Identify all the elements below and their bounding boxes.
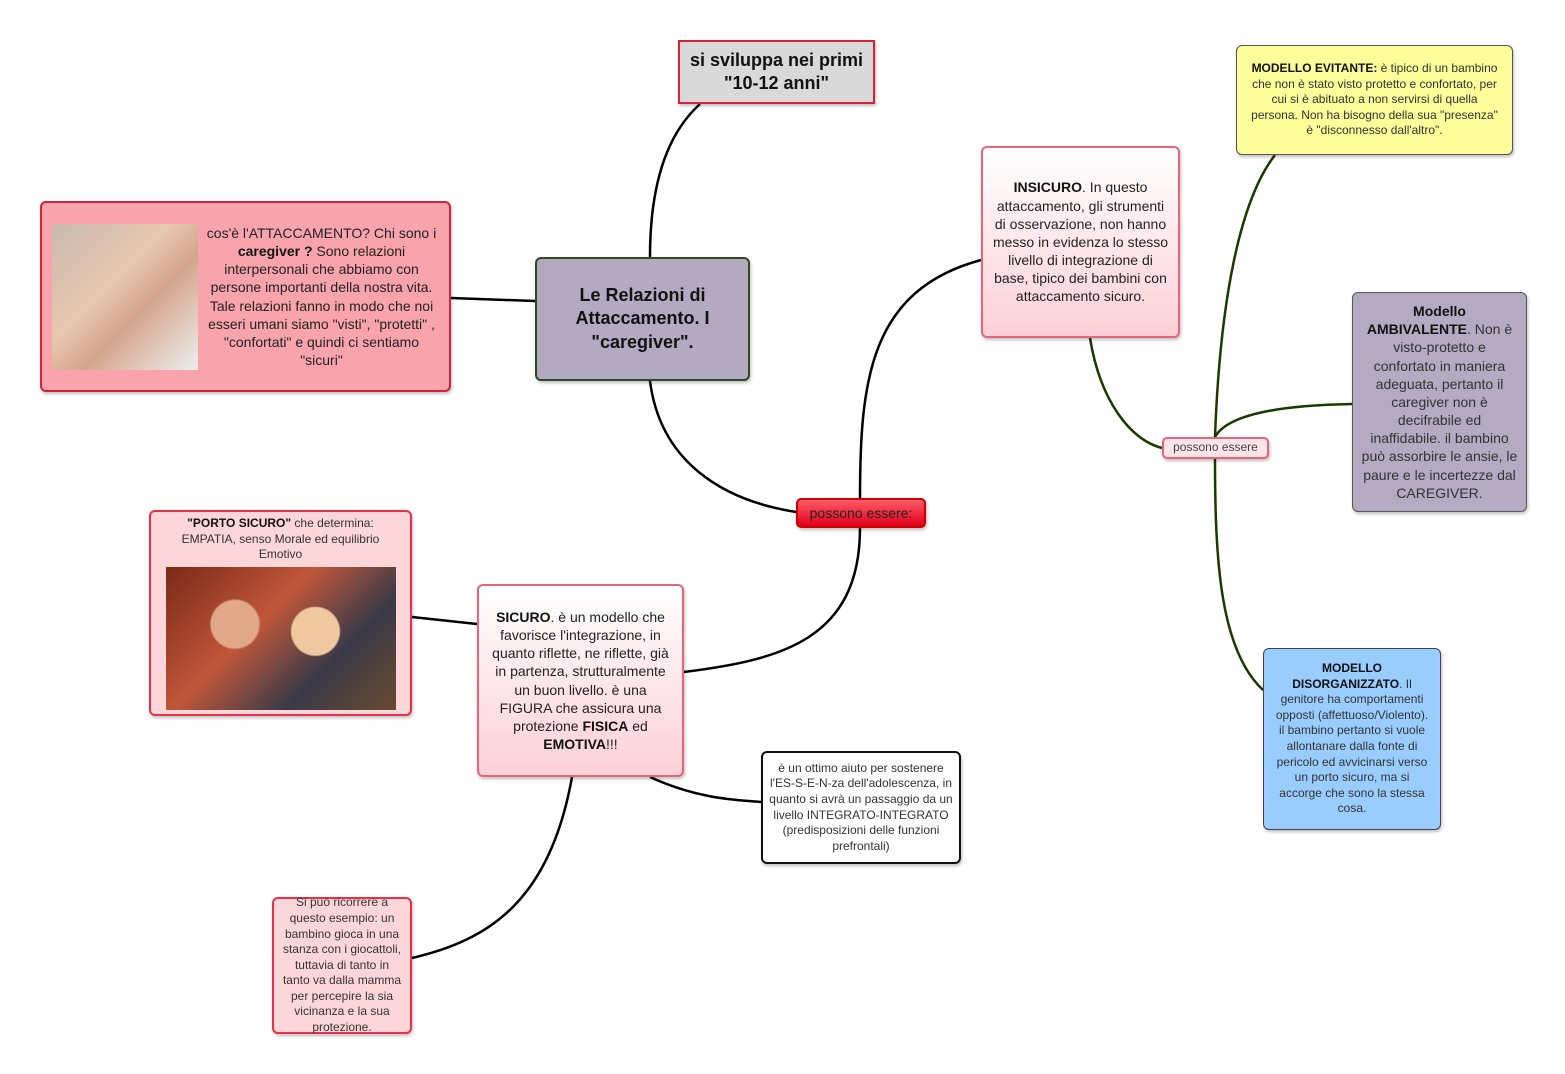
text-body: è tipico di un bambino che non è stato v… xyxy=(1251,61,1498,138)
node-possono-essere-right[interactable]: possono essere xyxy=(1162,437,1269,459)
link-center-top xyxy=(648,103,701,258)
text-body: . è un modello che favorisce l'integrazi… xyxy=(492,608,669,734)
text-pre: cos'è l'ATTACCAMENTO? Chi sono i xyxy=(206,224,437,241)
link-sicuro-ottimo xyxy=(649,775,762,804)
node-text: MODELLO DISORGANIZZATO. Il genitore ha c… xyxy=(1272,661,1432,817)
node-possono-essere-center[interactable]: possono essere: xyxy=(796,498,926,528)
text-bold: caregiver ? xyxy=(237,242,313,259)
node-text: cos'è l'ATTACCAMENTO? Chi sono i caregiv… xyxy=(202,224,441,370)
text-body: . Il genitore ha comportamenti opposti (… xyxy=(1275,676,1429,816)
node-attachment-definition[interactable]: cos'è l'ATTACCAMENTO? Chi sono i caregiv… xyxy=(40,201,451,392)
mother-child-image xyxy=(165,566,396,710)
link-evitante xyxy=(1213,154,1276,438)
node-porto-sicuro[interactable]: "PORTO SICURO" che determina: EMPATIA, s… xyxy=(149,510,412,716)
node-text: è un ottimo aiuto per sostenere l'ES-S-E… xyxy=(769,760,953,853)
link-possono-insicuro xyxy=(858,258,982,499)
node-modello-evitante[interactable]: MODELLO EVITANTE: è tipico di un bambino… xyxy=(1236,45,1513,155)
link-ambivalente xyxy=(1213,402,1353,438)
text-bold: "PORTO SICURO" xyxy=(187,516,292,530)
node-adolescenza[interactable]: è un ottimo aiuto per sostenere l'ES-S-E… xyxy=(761,751,961,864)
text-bold: Modello AMBIVALENTE xyxy=(1366,302,1467,338)
link-possono-sicuro xyxy=(683,527,862,674)
node-text: si sviluppa nei primi "10-12 anni" xyxy=(689,49,864,93)
link-sicuro-esempio xyxy=(411,776,574,960)
node-text: Le Relazioni di Attaccamento. I "caregiv… xyxy=(575,284,710,352)
node-central-topic[interactable]: Le Relazioni di Attaccamento. I "caregiv… xyxy=(535,257,750,381)
text-bold: MODELLO EVITANTE: xyxy=(1251,61,1378,76)
text-body: . Non è visto-protetto e confortato in m… xyxy=(1361,321,1518,501)
node-text: Modello AMBIVALENTE. Non è visto-protett… xyxy=(1361,302,1518,502)
node-esempio[interactable]: Si può ricorrere a questo esempio: un ba… xyxy=(272,895,412,1035)
node-modello-disorganizzato[interactable]: MODELLO DISORGANIZZATO. Il genitore ha c… xyxy=(1263,648,1441,830)
node-insicuro[interactable]: INSICURO. In questo attaccamento, gli st… xyxy=(981,146,1180,338)
node-age-range[interactable]: si sviluppa nei primi "10-12 anni" xyxy=(678,40,875,104)
node-text: Si può ricorrere a questo esempio: un ba… xyxy=(282,895,402,1035)
link-center-possono xyxy=(648,380,797,514)
text-bold: SICURO xyxy=(496,608,551,625)
text-bold: MODELLO DISORGANIZZATO xyxy=(1292,661,1400,691)
link-sicuro-porto xyxy=(411,615,478,626)
node-text: possono essere: xyxy=(809,504,913,521)
node-text: SICURO. è un modello che favorisce l'int… xyxy=(487,608,674,754)
link-left-center xyxy=(450,296,536,303)
text-body: ed xyxy=(628,717,648,734)
node-text: possono essere xyxy=(1173,440,1258,455)
text-body: !!! xyxy=(606,736,618,753)
link-insicuro-possono xyxy=(1088,337,1163,450)
text-body: . In questo attaccamento, gli strumenti … xyxy=(992,179,1169,305)
text-bold: INSICURO xyxy=(1013,179,1083,196)
text-bold: EMOTIVA xyxy=(543,736,607,753)
node-sicuro[interactable]: SICURO. è un modello che favorisce l'int… xyxy=(477,584,684,777)
text-post: Sono relazioni interpersonali che abbiam… xyxy=(208,242,435,369)
hands-image xyxy=(52,223,198,370)
node-text: INSICURO. In questo attaccamento, gli st… xyxy=(991,178,1170,305)
node-text: "PORTO SICURO" che determina: EMPATIA, s… xyxy=(165,516,396,563)
node-modello-ambivalente[interactable]: Modello AMBIVALENTE. Non è visto-protett… xyxy=(1352,292,1527,512)
node-text: MODELLO EVITANTE: è tipico di un bambino… xyxy=(1247,61,1502,139)
text-bold: FISICA xyxy=(582,717,629,734)
text-body: che determina: EMPATIA, senso Morale ed … xyxy=(181,516,380,562)
link-disorganizzato xyxy=(1213,458,1264,691)
